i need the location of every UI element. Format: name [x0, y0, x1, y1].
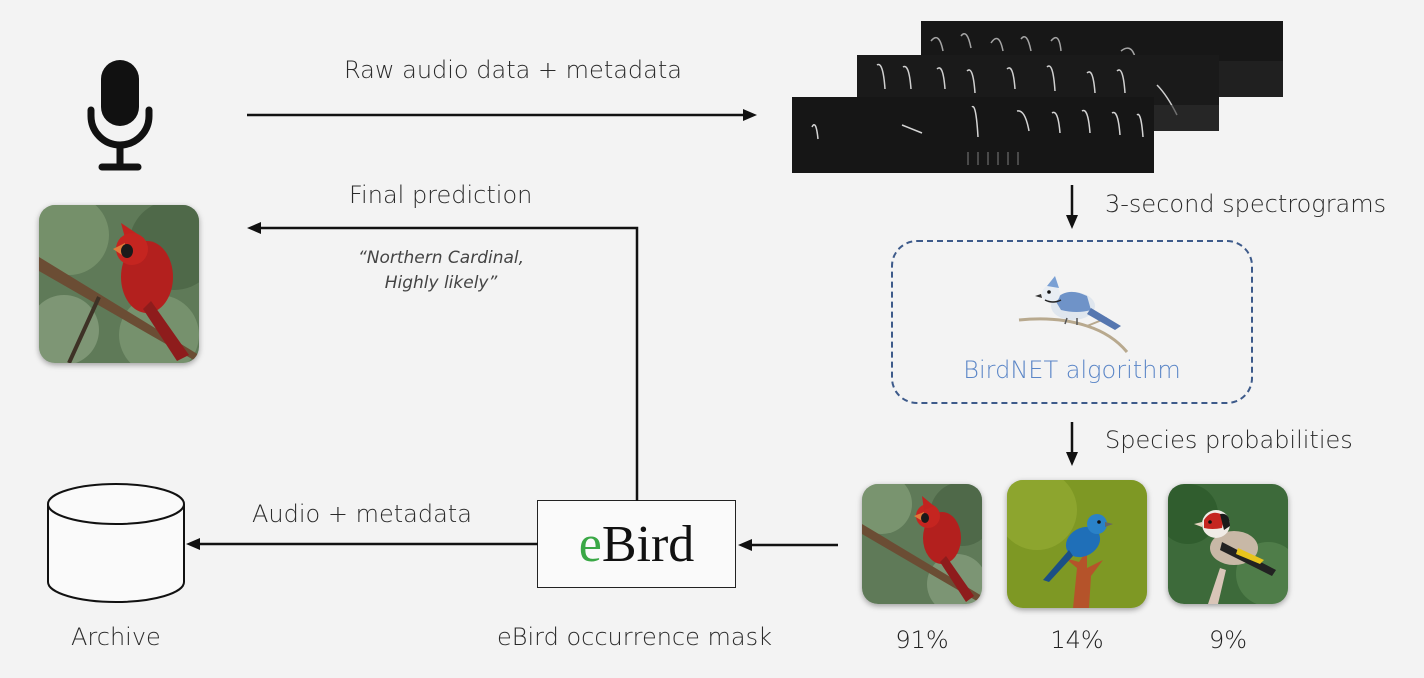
microphone-icon	[87, 60, 153, 171]
probability-indigo-bunting: 14%	[1050, 626, 1104, 654]
birdnet-algorithm-box: BirdNET algorithm	[891, 240, 1253, 404]
audio-metadata-label: Audio + metadata	[252, 500, 472, 528]
ebird-mask-label: eBird occurrence mask	[497, 623, 773, 651]
spectrograms-label: 3-second spectrograms	[1105, 190, 1387, 218]
ebird-logo-e: e	[578, 515, 602, 573]
final-prediction-quote: “Northern Cardinal, Highly likely”	[336, 246, 546, 296]
quote-line-2: Highly likely”	[384, 273, 498, 293]
arrow-to-archive	[186, 538, 538, 550]
database-icon	[47, 483, 185, 603]
birdnet-label: BirdNET algorithm	[963, 356, 1181, 384]
cardinal-photo-prediction	[39, 205, 199, 363]
probability-cardinal: 91%	[895, 626, 949, 654]
final-prediction-label: Final prediction	[349, 181, 533, 209]
species-photo-cardinal	[862, 484, 982, 604]
arrow-final-prediction	[247, 222, 639, 501]
raw-audio-label: Raw audio data + metadata	[344, 56, 682, 84]
probability-goldfinch: 9%	[1208, 626, 1248, 654]
species-photo-goldfinch	[1168, 484, 1288, 604]
species-photo-indigo-bunting	[1007, 480, 1147, 608]
blue-jay-icon	[1018, 276, 1129, 353]
arrow-to-ebird	[738, 539, 838, 551]
ebird-logo-bird: Bird	[601, 515, 695, 573]
arrow-raw-audio	[247, 109, 757, 121]
arrow-species-probabilities	[1066, 422, 1078, 466]
spectrogram-1	[792, 97, 1154, 173]
arrow-spectrograms	[1066, 185, 1078, 229]
species-probabilities-label: Species probabilities	[1105, 426, 1353, 454]
quote-line-1: “Northern Cardinal,	[357, 248, 525, 268]
archive-label: Archive	[71, 623, 161, 651]
